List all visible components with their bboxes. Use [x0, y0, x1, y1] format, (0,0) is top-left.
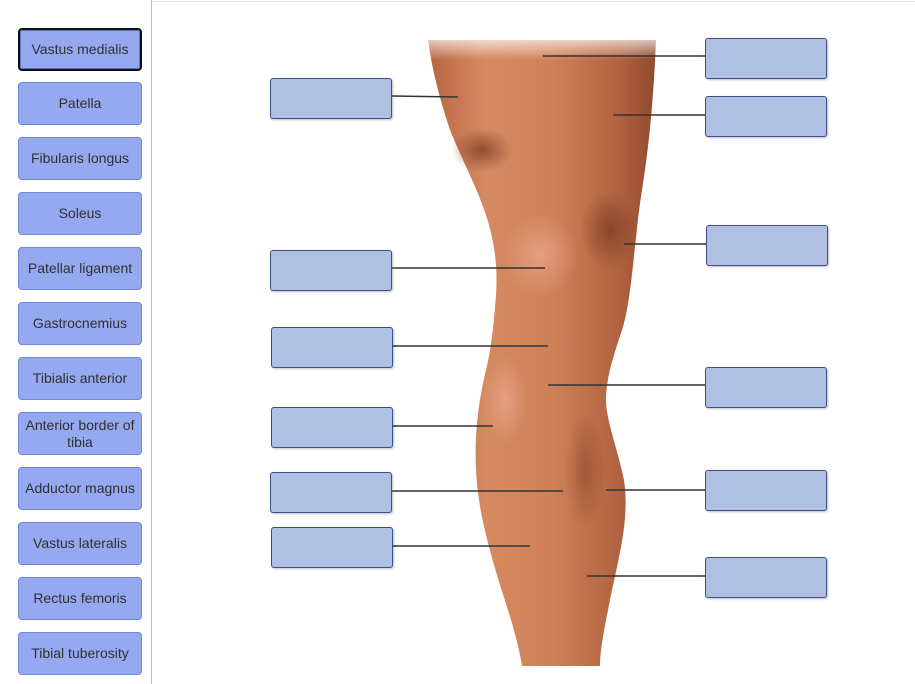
patella-highlight: [502, 213, 578, 297]
drop-target-left-6[interactable]: [271, 527, 393, 568]
shin-shadow: [565, 410, 605, 530]
knee-side-shadow: [580, 190, 640, 270]
drop-target-left-1[interactable]: [270, 78, 392, 119]
leader-lines-right: [543, 55, 706, 577]
term-label: Gastrocnemius: [32, 315, 128, 331]
term-fibularis-longus[interactable]: Fibularis longus: [18, 137, 142, 180]
drop-target-right-6[interactable]: [705, 557, 827, 598]
term-vastus-lateralis[interactable]: Vastus lateralis: [18, 522, 142, 565]
drop-target-right-1[interactable]: [705, 38, 827, 79]
term-patella[interactable]: Patella: [18, 82, 142, 125]
term-tibial-tuberosity[interactable]: Tibial tuberosity: [18, 632, 142, 675]
term-soleus[interactable]: Soleus: [18, 192, 142, 235]
term-label: Anterior border of tibia: [25, 416, 135, 450]
term-rectus-femoris[interactable]: Rectus femoris: [18, 577, 142, 620]
term-patellar-ligament[interactable]: Patellar ligament: [18, 247, 142, 290]
term-label: Fibularis longus: [30, 150, 130, 166]
top-divider: [152, 1, 915, 2]
leader-lines-left: [391, 95, 563, 547]
term-tibialis-anterior[interactable]: Tibialis anterior: [18, 357, 142, 400]
term-gastrocnemius[interactable]: Gastrocnemius: [18, 302, 142, 345]
term-label: Vastus medialis: [31, 41, 129, 57]
term-label: Adductor magnus: [25, 480, 135, 496]
word-bank: Vastus medialis Patella Fibularis longus…: [0, 0, 152, 684]
drop-target-left-3[interactable]: [271, 327, 393, 368]
drop-target-right-3[interactable]: [706, 225, 828, 266]
calf-highlight: [483, 355, 527, 445]
drop-target-right-4[interactable]: [705, 367, 827, 408]
drop-target-right-2[interactable]: [705, 96, 827, 137]
drop-target-right-5[interactable]: [705, 470, 827, 511]
term-label: Tibial tuberosity: [31, 645, 129, 661]
drop-target-left-2[interactable]: [270, 250, 392, 291]
term-label: Rectus femoris: [33, 590, 127, 606]
term-label: Patella: [58, 95, 102, 111]
term-vastus-medialis[interactable]: Vastus medialis: [18, 28, 142, 71]
thigh-shadow: [452, 128, 512, 172]
term-anterior-border-of-tibia[interactable]: Anterior border of tibia: [18, 412, 142, 455]
leader-line: [391, 95, 459, 98]
drop-target-left-4[interactable]: [271, 407, 393, 448]
drop-target-left-5[interactable]: [270, 472, 392, 513]
term-label: Vastus lateralis: [33, 535, 127, 551]
term-adductor-magnus[interactable]: Adductor magnus: [18, 467, 142, 510]
term-label: Soleus: [58, 205, 102, 221]
term-label: Patellar ligament: [27, 260, 133, 276]
term-label: Tibialis anterior: [32, 370, 128, 386]
